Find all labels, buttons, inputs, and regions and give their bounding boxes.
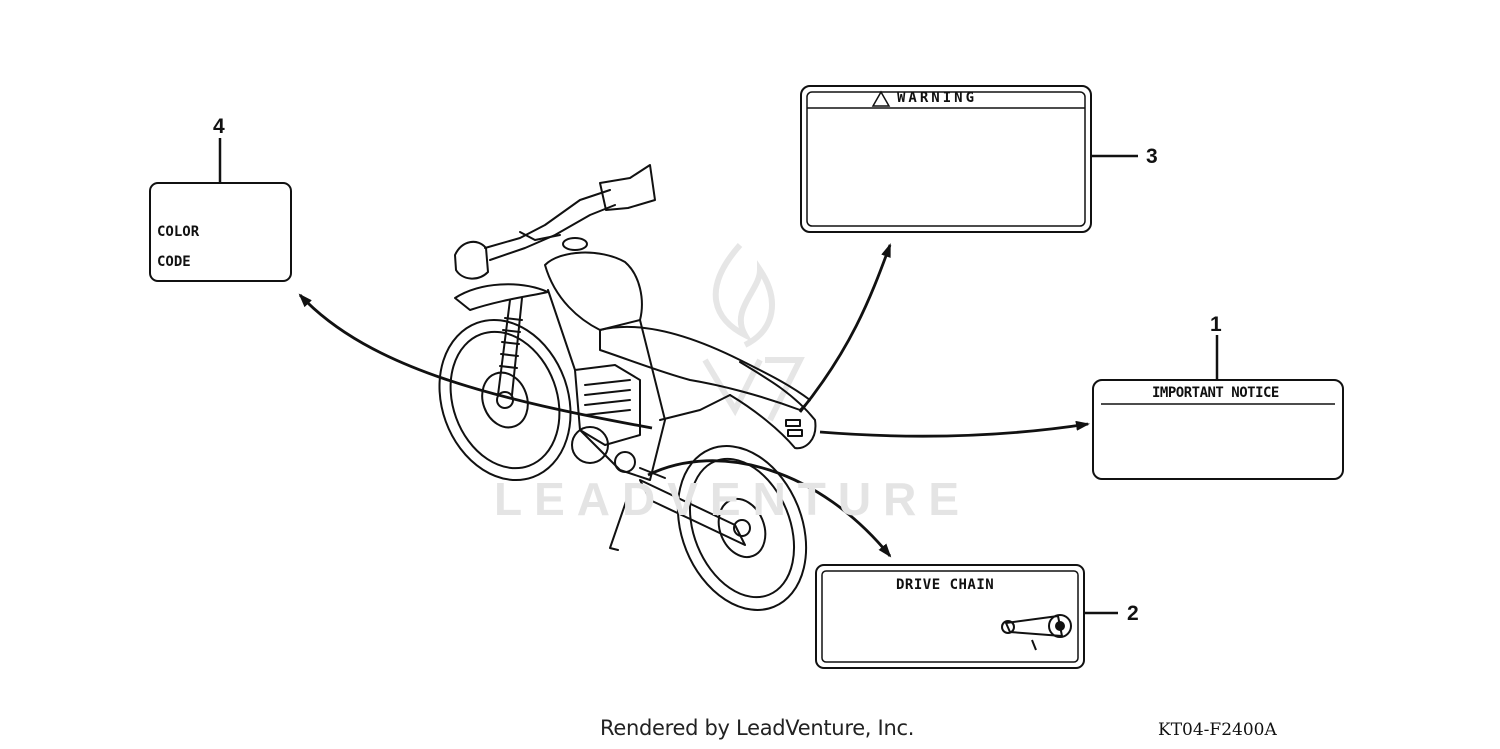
- diagram-code: KT04-F2400A: [1158, 720, 1277, 740]
- leader-arrows: [298, 243, 1090, 558]
- footer-credit: Rendered by LeadVenture, Inc.: [600, 716, 915, 740]
- chain-graphic-icon: [1001, 614, 1072, 651]
- callout-number-2: 2: [1127, 602, 1139, 625]
- label-4-line-2: CODE: [157, 254, 191, 270]
- motorcycle-drawing: [438, 164, 817, 611]
- label-2-heading: DRIVE CHAIN: [896, 577, 995, 593]
- label-2-drive-chain-outline: [815, 564, 1085, 669]
- callout-number-3: 3: [1146, 145, 1158, 168]
- callout-number-4: 4: [213, 115, 225, 138]
- callout-number-1: 1: [1210, 313, 1222, 336]
- callout-leaders: [218, 138, 1219, 615]
- label-4-line-1: COLOR: [157, 224, 200, 240]
- label-3-warning-outline: [800, 85, 1092, 233]
- watermark-logo-icon: [702, 243, 805, 422]
- label-1-heading: IMPORTANT NOTICE: [1152, 385, 1279, 401]
- warning-triangle-icon: [871, 90, 891, 107]
- label-3-heading: WARNING: [897, 90, 978, 106]
- watermark-text: LEADVENTURE: [494, 473, 972, 525]
